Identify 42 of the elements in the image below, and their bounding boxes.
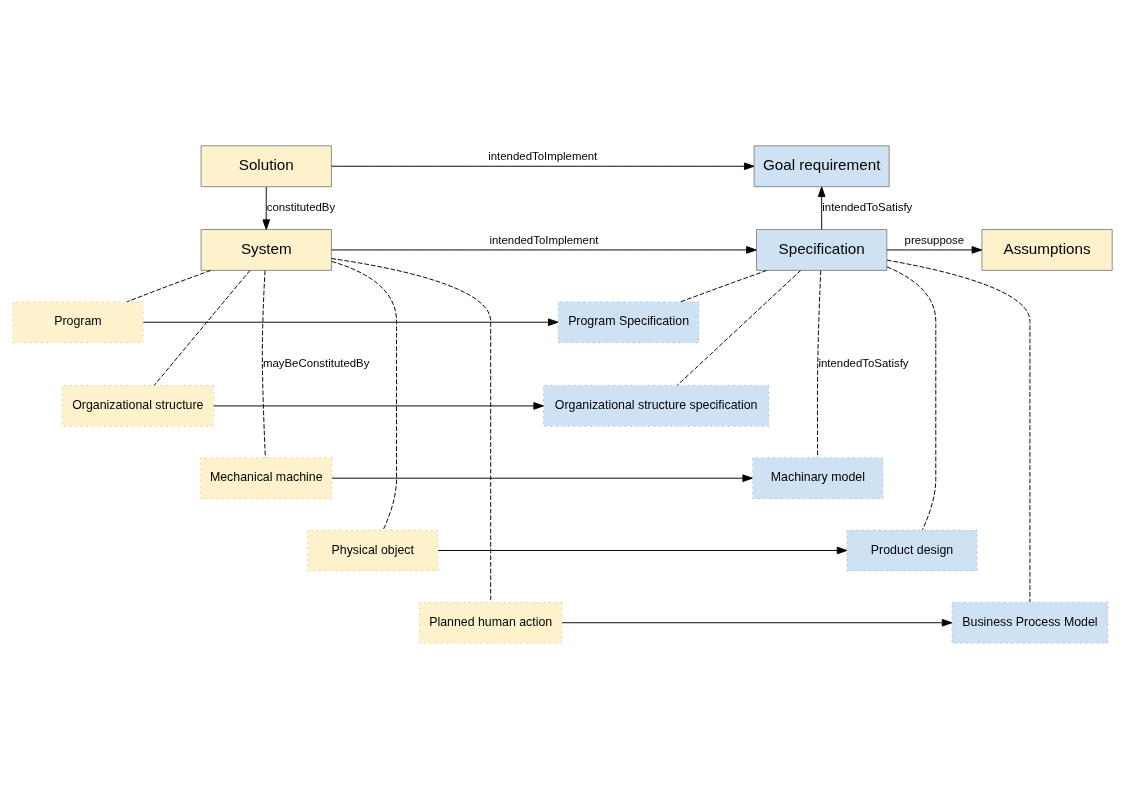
arrow	[331, 246, 757, 254]
arrow	[213, 402, 544, 410]
node-box: Solution	[200, 145, 332, 188]
arrow	[331, 162, 755, 171]
node-box: Mechanical machine	[200, 457, 333, 500]
edge-label: constitutedBy	[266, 201, 336, 214]
connector	[680, 269, 768, 303]
node-box: Product design	[846, 529, 978, 572]
connector	[331, 258, 492, 603]
node-box: Business Process Model	[951, 601, 1109, 644]
node-box: Goal requirement	[753, 145, 890, 188]
node-box: Program Specification	[557, 301, 700, 344]
node-box: Assumptions	[981, 229, 1113, 271]
node-box: Organizational structure specification	[543, 385, 770, 427]
node-box: Program	[12, 301, 144, 344]
edge-label: mayBeConstitutedBy	[262, 357, 370, 370]
node-box: Specification	[756, 229, 888, 271]
arrow	[886, 246, 983, 254]
arrow	[817, 186, 826, 230]
arrow	[262, 186, 271, 230]
node-box: Physical object	[307, 529, 439, 572]
connector	[261, 270, 266, 458]
connector	[153, 269, 251, 386]
edge-label: intendedToSatisfy	[818, 357, 909, 370]
node-box: Planned human action	[418, 601, 563, 644]
node-box: Machinary model	[752, 457, 884, 500]
node-box: System	[200, 229, 332, 271]
connector	[816, 270, 822, 458]
edge-label: presuppose	[904, 233, 965, 246]
arrow	[331, 474, 753, 482]
edge-label: intendedToImplement	[489, 233, 599, 246]
node-box: Organizational structure	[61, 385, 214, 427]
arrow	[561, 618, 953, 627]
connector	[676, 269, 802, 386]
connector	[126, 269, 212, 303]
arrow	[437, 546, 848, 555]
arrow	[142, 318, 559, 327]
connector	[331, 261, 397, 531]
edge-label: intendedToSatisfy	[822, 201, 913, 214]
connector	[886, 259, 1031, 603]
connector	[886, 266, 937, 531]
edge-label: intendedToImplement	[488, 150, 598, 163]
